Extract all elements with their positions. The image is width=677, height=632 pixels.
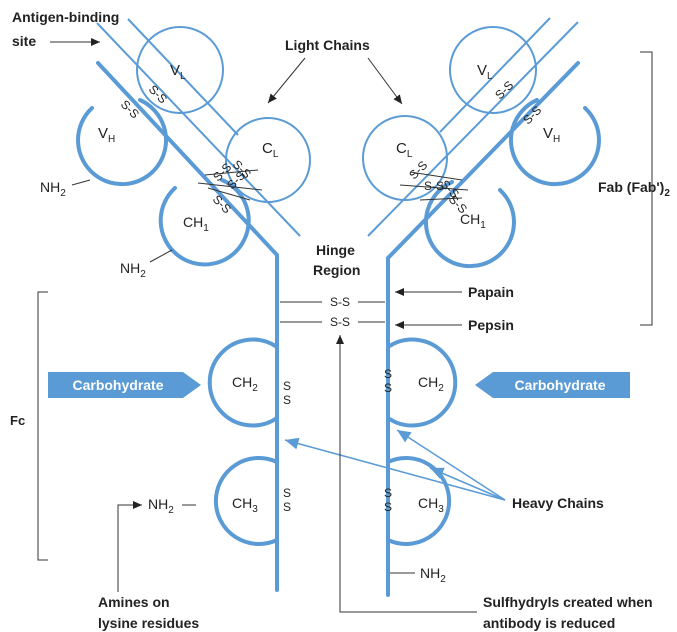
svg-text:Carbohydrate: Carbohydrate bbox=[514, 377, 605, 393]
fc-ss-right-ch2: S S bbox=[384, 367, 392, 395]
antigen-binding-label-line2: site bbox=[12, 33, 36, 49]
cl-domain-right bbox=[362, 115, 448, 201]
label-vl-right: VL bbox=[477, 62, 493, 82]
fc-ss-left-ch2: S S bbox=[283, 379, 291, 407]
hinge-label-line2: Region bbox=[313, 262, 360, 278]
light-chains-arrow-right bbox=[367, 57, 403, 105]
nh2-c-terminus: NH2 bbox=[420, 565, 446, 585]
ch1-domain-left bbox=[158, 178, 251, 267]
amines-label-line2: lysine residues bbox=[98, 615, 199, 631]
label-ch1-left: CH1 bbox=[183, 214, 209, 234]
svg-text:S: S bbox=[283, 393, 291, 407]
ch2-domain-left bbox=[207, 337, 279, 428]
svg-text:S: S bbox=[384, 486, 392, 500]
svg-text:S: S bbox=[384, 500, 392, 514]
ss-vl-left: S-S bbox=[146, 82, 170, 106]
vl-domain-left bbox=[136, 26, 224, 114]
svg-text:S: S bbox=[384, 367, 392, 381]
papain-label: Papain bbox=[468, 284, 514, 300]
label-ch2-left: CH2 bbox=[232, 374, 258, 394]
label-ch1-right: CH1 bbox=[460, 211, 486, 231]
light-chains-label: Light Chains bbox=[285, 37, 370, 53]
heavy-chains-label: Heavy Chains bbox=[512, 495, 604, 511]
fc-bracket bbox=[37, 291, 48, 561]
hinge-disulfide-bonds: S-S S-S bbox=[280, 294, 385, 329]
label-ch2-right: CH2 bbox=[418, 374, 444, 394]
svg-text:S: S bbox=[283, 379, 291, 393]
sulfhydryls-label-line1: Sulfhydryls created when bbox=[483, 594, 653, 610]
heavy-chains-pointer-1 bbox=[284, 437, 506, 501]
hinge-label-line1: Hinge bbox=[316, 242, 355, 258]
fab-interchain-bonds-right bbox=[399, 171, 469, 201]
svg-text:S: S bbox=[384, 381, 392, 395]
pepsin-label: Pepsin bbox=[468, 317, 514, 333]
vh-domain-left bbox=[76, 98, 169, 187]
ch1-domain-right bbox=[423, 180, 516, 269]
light-chains-arrow-left bbox=[267, 57, 306, 104]
svg-text:Carbohydrate: Carbohydrate bbox=[72, 377, 163, 393]
label-cl-right: CL bbox=[396, 140, 413, 160]
nh2-vh-left: NH2 bbox=[40, 179, 66, 199]
ch3-domain-left bbox=[213, 456, 279, 546]
label-ch3-left: CH3 bbox=[232, 495, 258, 515]
heavy-chain-left bbox=[96, 61, 279, 592]
ss-vl-right: S-S bbox=[492, 78, 516, 102]
heavy-chains-pointer-3 bbox=[429, 467, 506, 501]
fc-label: Fc bbox=[10, 413, 25, 428]
heavy-chains-pointer-2 bbox=[396, 429, 506, 501]
ss-ch1-left-c: S-S bbox=[210, 192, 234, 216]
label-vl-left: VL bbox=[170, 62, 186, 82]
vh-domain-right bbox=[508, 98, 601, 187]
ch2-domain-right bbox=[386, 337, 458, 428]
cl-domain-left bbox=[225, 117, 311, 203]
svg-text:S: S bbox=[283, 500, 291, 514]
carbohydrate-tag-right: Carbohydrate bbox=[475, 372, 630, 398]
label-vh-left: VH bbox=[98, 125, 115, 145]
fab-interchain-bonds-left bbox=[197, 169, 263, 201]
ch3-domain-right bbox=[386, 456, 452, 546]
fab-label: Fab (Fab')2 bbox=[598, 179, 670, 199]
sulfhydryls-arrow bbox=[336, 335, 477, 613]
carbohydrate-tag-left: Carbohydrate bbox=[48, 372, 201, 398]
nh2-amine: NH2 bbox=[148, 496, 174, 516]
antigen-binding-label-line1: Antigen-binding bbox=[12, 9, 119, 25]
label-ch3-right: CH3 bbox=[418, 495, 444, 515]
sulfhydryls-label-line2: antibody is reduced bbox=[483, 615, 615, 631]
label-vh-right: VH bbox=[543, 125, 560, 145]
ss-ch1-right-a: S-S bbox=[424, 179, 444, 193]
svg-text:S: S bbox=[283, 486, 291, 500]
hinge-ss-upper: S-S bbox=[330, 295, 350, 309]
amines-label-line1: Amines on bbox=[98, 594, 170, 610]
hinge-ss-lower: S-S bbox=[330, 315, 350, 329]
light-chain-left bbox=[96, 18, 301, 237]
nh2-ch1-left: NH2 bbox=[120, 260, 146, 280]
fab-bracket bbox=[640, 51, 653, 326]
vl-domain-right bbox=[449, 26, 537, 114]
label-cl-left: CL bbox=[262, 140, 279, 160]
amines-arrow bbox=[117, 501, 142, 592]
fc-ss-right-ch3: S S bbox=[384, 486, 392, 514]
fc-ss-left-ch3: S S bbox=[283, 486, 291, 514]
